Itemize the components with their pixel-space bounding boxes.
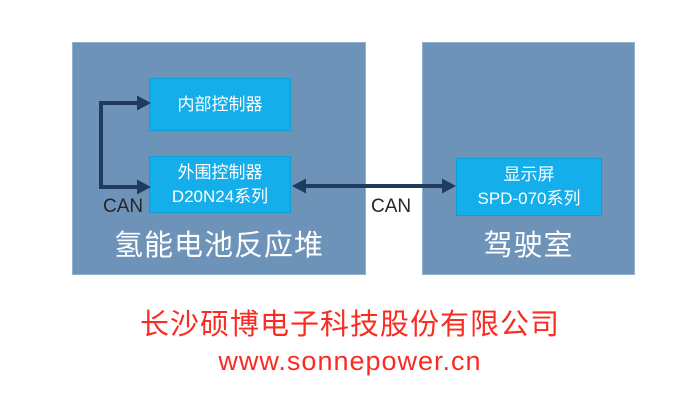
node-display-screen-line1: 显示屏 [503,165,555,184]
node-peripheral-controller-line1: 外围控制器 [177,162,263,182]
group-fuel-cell-stack: 内部控制器 外围控制器 D20N24系列 CAN 氢能电池反应堆 [72,42,366,275]
group-label-fuel-cell-stack: 氢能电池反应堆 [113,230,324,262]
group-driver-cab: 显示屏 SPD-070系列 驾驶室 [422,42,635,275]
node-internal-controller: 内部控制器 [149,78,291,131]
company-website: www.sonnepower.cn [218,346,482,376]
can-bus-label-middle: CAN [371,196,412,217]
company-name: 长沙硕博电子科技股份有限公司 [139,309,560,341]
node-display-screen: 显示屏 SPD-070系列 [456,158,602,216]
group-label-driver-cab: 驾驶室 [483,230,574,262]
node-peripheral-controller-line2: D20N24系列 [171,186,269,206]
can-bus-label-left: CAN [103,196,144,217]
node-display-screen-line2: SPD-070系列 [477,189,581,208]
node-peripheral-controller: 外围控制器 D20N24系列 [149,156,291,213]
node-internal-controller-label: 内部控制器 [177,94,263,114]
